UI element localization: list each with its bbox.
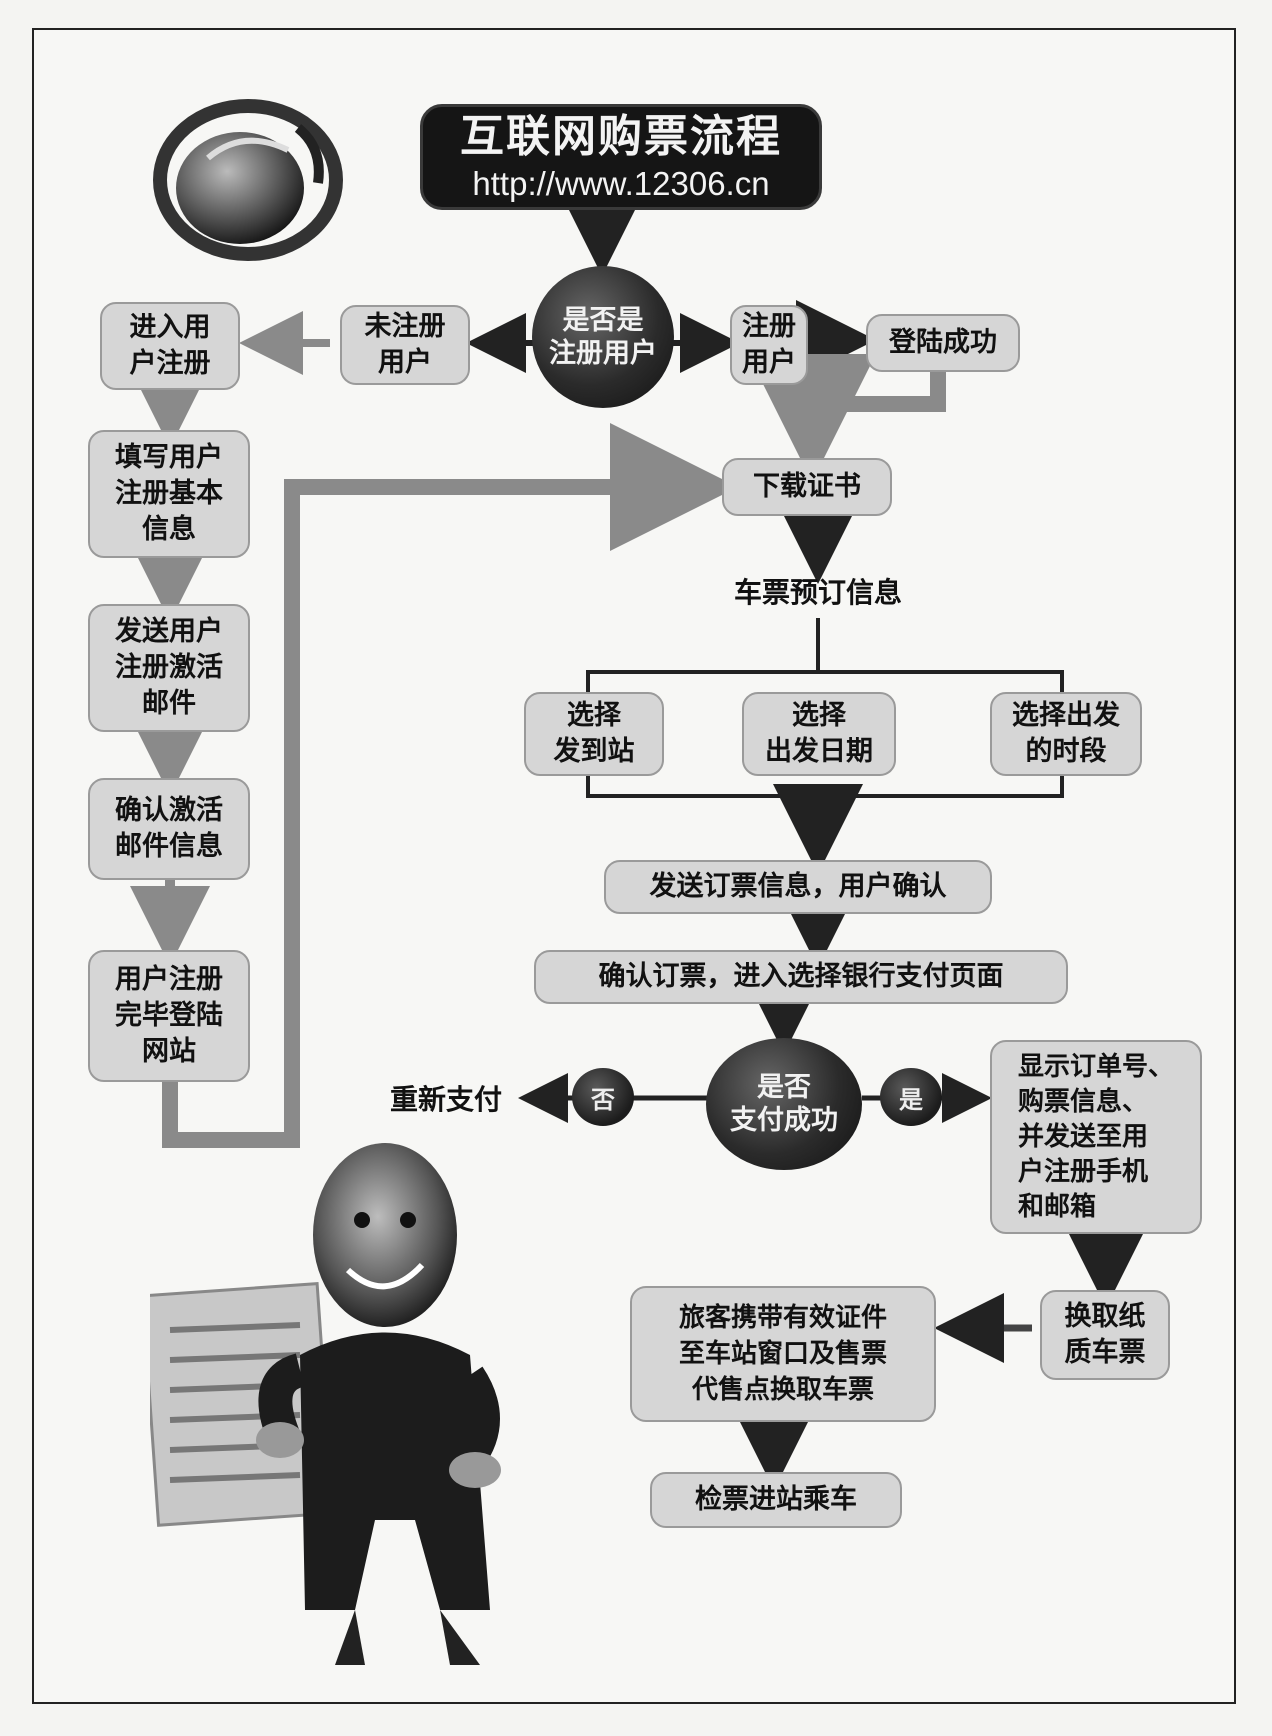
branch-no: 否 bbox=[572, 1068, 634, 1126]
node-fill-info: 填写用户 注册基本 信息 bbox=[88, 430, 250, 558]
node-registered: 注册 用户 bbox=[730, 305, 808, 385]
title-box: 互联网购票流程 http://www.12306.cn bbox=[420, 104, 822, 210]
left-step-2-label: 填写用户 注册基本 信息 bbox=[115, 442, 223, 545]
not-registered-label: 未注册 用户 bbox=[364, 311, 446, 378]
node-confirm-order: 确认订票，进入选择银行支付页面 bbox=[534, 950, 1068, 1004]
login-success-label: 登陆成功 bbox=[889, 327, 997, 358]
businessman-with-ticket-illustration bbox=[150, 1143, 501, 1665]
site-url: http://www.12306.cn bbox=[472, 165, 770, 202]
node-login-success: 登陆成功 bbox=[866, 314, 1020, 372]
branch-no-label: 否 bbox=[591, 1085, 615, 1114]
node-collect-ticket: 旅客携带有效证件 至车站窗口及售票 代售点换取车票 bbox=[630, 1286, 936, 1422]
confirm-order-label: 确认订票，进入选择银行支付页面 bbox=[598, 961, 1004, 992]
node-not-registered: 未注册 用户 bbox=[340, 305, 470, 385]
node-register-complete: 用户注册 完毕登陆 网站 bbox=[88, 950, 250, 1082]
pipe-login-to-download bbox=[748, 354, 946, 482]
decision-registered-label: 是否是 注册用户 bbox=[549, 305, 657, 369]
node-enter-register: 进入用 户注册 bbox=[100, 302, 240, 390]
choice-station-label: 选择 发到站 bbox=[553, 700, 635, 767]
branch-yes-label: 是 bbox=[899, 1085, 923, 1114]
node-show-order: 显示订单号、 购票信息、 并发送至用 户注册手机 和邮箱 bbox=[990, 1040, 1202, 1234]
decision-payment: 是否 支付成功 bbox=[706, 1038, 862, 1170]
diagram-title: 互联网购票流程 bbox=[460, 111, 782, 162]
left-step-1-label: 进入用 户注册 bbox=[129, 312, 211, 379]
node-choose-time: 选择出发 的时段 bbox=[990, 692, 1142, 776]
send-order-info-label: 发送订票信息，用户确认 bbox=[649, 871, 947, 902]
choice-date-label: 选择 出发日期 bbox=[765, 700, 873, 767]
left-step-4-label: 确认激活 邮件信息 bbox=[115, 795, 223, 862]
pipe-left-to-download bbox=[162, 423, 738, 1148]
show-order-label: 显示订单号、 购票信息、 并发送至用 户注册手机 和邮箱 bbox=[1017, 1051, 1174, 1222]
node-exchange-ticket: 换取纸 质车票 bbox=[1040, 1290, 1170, 1380]
node-choose-date: 选择 出发日期 bbox=[742, 692, 896, 776]
bracket-top bbox=[586, 670, 1064, 700]
board-label: 检票进站乘车 bbox=[695, 1484, 857, 1515]
branch-yes: 是 bbox=[880, 1068, 942, 1126]
collect-ticket-label: 旅客携带有效证件 至车站窗口及售票 代售点换取车票 bbox=[678, 1303, 887, 1405]
download-cert-label: 下载证书 bbox=[753, 471, 861, 502]
node-send-activation: 发送用户 注册激活 邮件 bbox=[88, 604, 250, 732]
node-repay: 重新支付 bbox=[366, 1074, 526, 1126]
repay-label: 重新支付 bbox=[389, 1083, 502, 1116]
node-board: 检票进站乘车 bbox=[650, 1472, 902, 1528]
registered-label: 注册 用户 bbox=[742, 311, 796, 378]
mouse-globe-icon bbox=[153, 99, 343, 261]
decision-registered-user: 是否是 注册用户 bbox=[532, 266, 674, 408]
node-send-order-info: 发送订票信息，用户确认 bbox=[604, 860, 992, 914]
left-step-5-label: 用户注册 完毕登陆 网站 bbox=[115, 964, 223, 1067]
node-booking-info: 车票预订信息 bbox=[688, 568, 948, 618]
left-step-3-label: 发送用户 注册激活 邮件 bbox=[115, 616, 223, 719]
node-choose-station: 选择 发到站 bbox=[524, 692, 664, 776]
exchange-ticket-label: 换取纸 质车票 bbox=[1064, 1301, 1146, 1368]
booking-info-label: 车票预订信息 bbox=[733, 576, 902, 609]
node-confirm-activation: 确认激活 邮件信息 bbox=[88, 778, 250, 880]
node-download-cert: 下载证书 bbox=[722, 458, 892, 516]
choice-time-label: 选择出发 的时段 bbox=[1012, 700, 1120, 767]
decision-payment-label: 是否 支付成功 bbox=[730, 1072, 838, 1136]
